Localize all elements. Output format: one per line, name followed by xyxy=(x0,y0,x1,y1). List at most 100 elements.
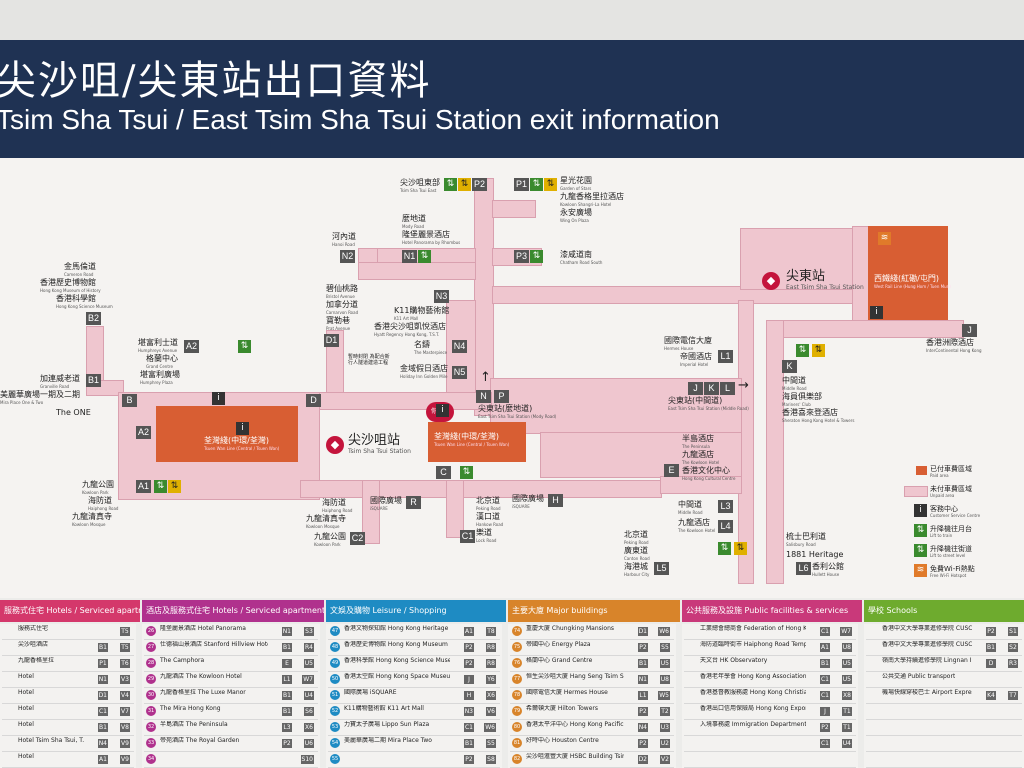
directory-row-name: 帝國中心 Energy Plaza xyxy=(526,641,591,648)
exit-b: B xyxy=(122,394,137,407)
label-construction: 暫時封閉 為配合新行人隧道建造工程 xyxy=(348,354,390,366)
exit-k2: K xyxy=(704,382,719,395)
directory-row-name: 九龍酒店 The Kowloon Hotel xyxy=(160,673,242,680)
directory-row-code: D2 xyxy=(637,755,648,764)
directory-row-code: S1 xyxy=(1008,627,1018,636)
directory-row-number: 28 xyxy=(146,658,156,668)
directory-row-name: Hotel xyxy=(18,753,34,760)
directory-row-name: 隆堡麗景酒店 Hotel Panorama xyxy=(160,625,246,632)
exit-p3: P3 xyxy=(514,250,529,263)
directory-row-code: J xyxy=(464,675,474,684)
directory-row-code: B1 xyxy=(986,643,996,652)
directory-row-number: 79 xyxy=(512,706,522,716)
directory-row-number: 52 xyxy=(330,706,340,716)
directory-row-code: U2 xyxy=(659,739,670,748)
customer-service-icon: i xyxy=(212,392,225,405)
directory-row xyxy=(684,752,856,768)
directory-row-number: 81 xyxy=(512,738,522,748)
exit-l5: L5 xyxy=(654,562,669,575)
directory-row: 海防道臨時街市 Haiphong Road Temporary MarketA1… xyxy=(684,640,856,656)
directory-row-code: C1 xyxy=(819,627,830,636)
exit-l2: L xyxy=(720,382,735,395)
directory-row-code: U5 xyxy=(841,675,852,684)
corridor-c1 xyxy=(446,480,464,538)
directory-row-code: U3 xyxy=(659,723,670,732)
directory-row-code: W6 xyxy=(658,627,670,636)
directory-row-code: B1 xyxy=(820,659,830,668)
directory-row-number: 75 xyxy=(512,642,522,652)
label-1881: 1881 Heritage xyxy=(786,550,844,559)
directory-row-code: V9 xyxy=(120,739,130,748)
directory-row-code: S5 xyxy=(660,643,670,652)
exit-k: K xyxy=(782,360,797,373)
directory-row: 香港中文大學專業進修學院 CUSCS Jockey Club TowerP2S1 xyxy=(866,624,1022,640)
lift-street-icon: ⇅ xyxy=(734,542,747,555)
label-the-one: The ONE xyxy=(56,408,91,417)
directory-row-code: P2 xyxy=(638,643,648,652)
category-header-public: 公共服務及設施 Public facilities & services xyxy=(682,600,862,622)
directory-row-name: 半島酒店 The Peninsula xyxy=(160,721,228,728)
directory-row-code: Y6 xyxy=(486,675,496,684)
directory-row-name: 香港中文大學專業進修學院 CUSCS Jockey Club Tower xyxy=(882,625,972,632)
directory-row-code: C1 xyxy=(819,691,830,700)
directory-row-code: N1 xyxy=(637,675,648,684)
directory-row-code: J xyxy=(820,707,830,716)
directory-row-name: The Camphora xyxy=(160,657,205,664)
directory-row-number: 53 xyxy=(330,722,340,732)
page-header: 尖沙咀/尖東站出口資料 Tsim Sha Tsui / East Tsim Sh… xyxy=(0,40,1024,158)
exit-l1: L1 xyxy=(718,350,733,363)
directory-row-name: Hotel xyxy=(18,705,34,712)
lift-icon: ⇅ xyxy=(418,250,431,263)
directory-row-code: V4 xyxy=(120,691,130,700)
exit-c1: C1 xyxy=(460,530,475,543)
directory-row-code: U4 xyxy=(841,739,852,748)
directory-row-code: N4 xyxy=(97,739,108,748)
lift-street-icon: ⇅ xyxy=(458,178,471,191)
lift-street-icon: ⇅ xyxy=(544,178,557,191)
directory-row-number: 50 xyxy=(330,674,340,684)
corridor-hanoi-lower xyxy=(358,262,476,280)
exit-j: J xyxy=(962,324,977,337)
directory-row-code: S5 xyxy=(486,739,496,748)
directory-row-code: V3 xyxy=(120,675,130,684)
directory-row: 公共交通 Public transport xyxy=(866,672,1022,688)
directory-row-name: 工業總會總商會 Federation of Hong Kong Industri… xyxy=(700,625,806,632)
directory-row-code: T7 xyxy=(1008,691,1018,700)
corridor-east-upper xyxy=(740,228,862,290)
directory-row-code: N1 xyxy=(97,675,108,684)
lift-icon: ⇅ xyxy=(796,344,809,357)
directory-row-code: C1 xyxy=(819,675,830,684)
directory-row-code: B1 xyxy=(98,643,108,652)
exit-l6: L6 xyxy=(796,562,811,575)
